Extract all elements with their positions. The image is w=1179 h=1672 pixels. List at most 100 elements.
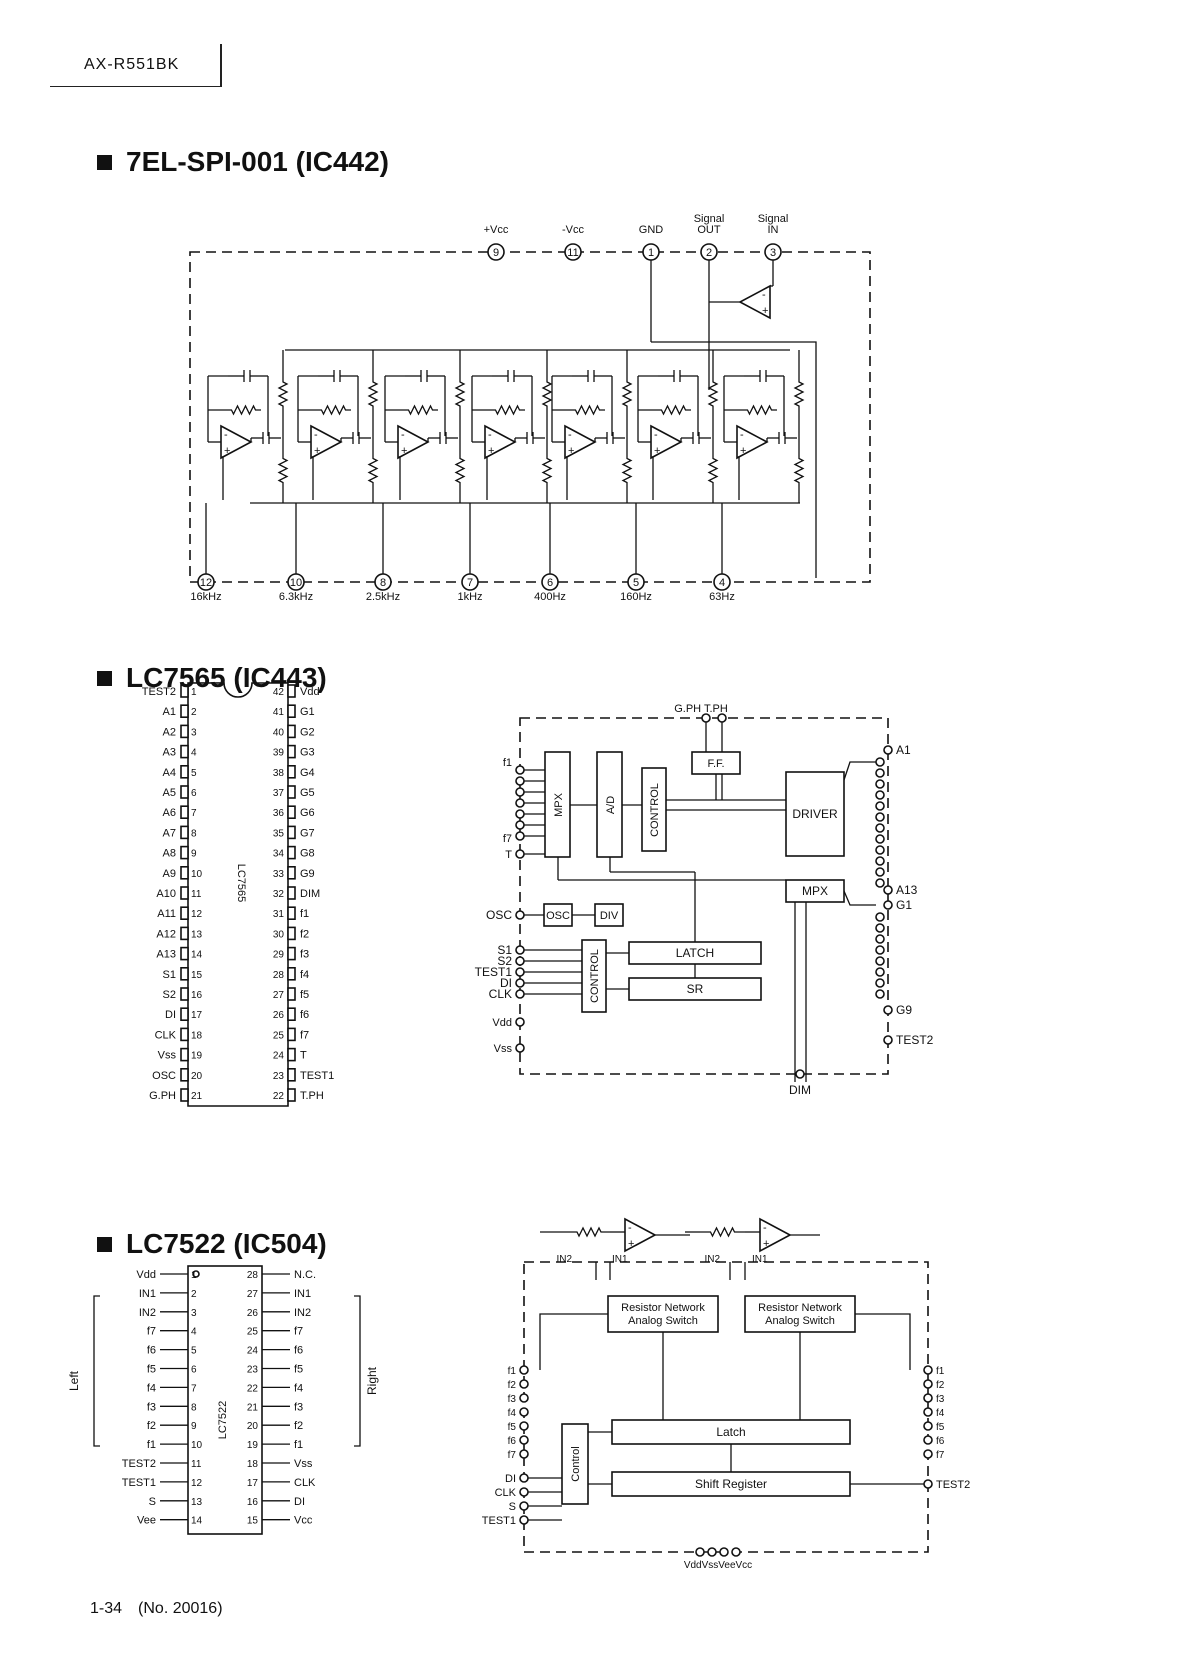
ic443-left-pin: [180, 1088, 189, 1102]
ic442-stage-opamp-icon-minus: -: [401, 429, 405, 441]
ic443-a-terminal: [875, 856, 885, 866]
ic504-left-pin-number: 3: [191, 1308, 197, 1319]
ic443-left-pin: [180, 1068, 189, 1082]
ic504-left-amp-icon-plus: +: [628, 1238, 634, 1250]
ic504-right-f-label: f7: [936, 1450, 945, 1461]
ic443-a-terminal: [875, 812, 885, 822]
ic504-right-pin-name: N.C.: [294, 1269, 316, 1281]
ic443-left-pin: [180, 704, 189, 719]
ic504-right-pin-name: f7: [294, 1326, 303, 1338]
ic443-left-pin: [180, 1007, 189, 1022]
ic443-right-pin-number: 39: [273, 748, 285, 759]
ic443-right-pin-name: T: [300, 1050, 307, 1062]
ic443-left-pin-number: 19: [191, 1051, 203, 1062]
ic443-right-pin-number: 30: [273, 929, 285, 940]
ic443-left-pin: [180, 946, 189, 961]
ic504-rn-right-label1: Resistor Network: [758, 1302, 842, 1314]
ic504-left-pin-name: S: [149, 1496, 156, 1508]
ic443-t-terminal: [515, 849, 525, 859]
ic442-series-resistor: [707, 350, 719, 438]
ic443-ff-label: F.F.: [707, 758, 724, 770]
ic442-shunt-resistor: [707, 438, 719, 503]
ic443-left-pin-name: G.PH: [149, 1090, 176, 1102]
ic504-left-f-terminal: [519, 1407, 529, 1417]
ic443-right-pin-number: 40: [273, 727, 285, 738]
ic504-left-f-label: f3: [508, 1394, 517, 1405]
ic443-test2-label: TEST2: [896, 1033, 934, 1047]
ic442-stage-opamp-icon-plus: +: [654, 445, 660, 457]
ic442-bottom-pin-number: 4: [719, 577, 725, 589]
ic443-ctrl-terminal: [515, 989, 525, 999]
ic443-right-pin-number: 27: [273, 990, 285, 1001]
ic504-right-pin-name: Vss: [294, 1458, 313, 1470]
ic504-right-pin-number: 22: [247, 1383, 259, 1394]
ic443-mpx-label: MPX: [553, 792, 565, 817]
ic443-left-pin-name: DI: [165, 1009, 176, 1021]
ic443-left-pin-number: 12: [191, 909, 203, 920]
ic443-right-pin-number: 36: [273, 808, 285, 819]
ic443-test2-terminal: [883, 1035, 893, 1045]
ic443-ad-label: A/D: [605, 796, 617, 814]
page-footer: 1-34 (No. 20016): [90, 1600, 223, 1618]
ic443-g1-label: G1: [896, 898, 912, 912]
ic504-right-group-label: Right: [365, 1366, 379, 1395]
ic442-bottom-pin-number: 10: [290, 577, 302, 589]
ic442-series-resistor: [277, 350, 289, 438]
ic504-rn-right-label2: Analog Switch: [765, 1315, 835, 1327]
ic443-title: LC7565 (IC443): [97, 662, 327, 694]
ic443-left-pin-number: 4: [191, 748, 197, 759]
ic443-g1-terminal: [883, 900, 893, 910]
ic443-left-pin-name: S1: [163, 969, 176, 981]
ic504-ctrl-terminal-label: CLK: [495, 1487, 517, 1499]
ic504-left-pin-name: f7: [147, 1326, 156, 1338]
ic504-right-f-label: f6: [936, 1436, 945, 1447]
ic443-right-pin-number: 37: [273, 788, 285, 799]
ic504-left-pin-name: IN1: [139, 1288, 156, 1300]
ic443-chip-label: LC7565: [235, 864, 247, 903]
ic504-power-terminal: [695, 1547, 705, 1557]
ic443-mpx2-label: MPX: [802, 884, 828, 898]
ic504-ctrl-terminal: [519, 1487, 529, 1497]
ic504-left-pin-name: TEST1: [122, 1477, 156, 1489]
ic442-stage-opamp-icon-plus: +: [401, 445, 407, 457]
ic442-stage-opamp-icon-plus: +: [224, 445, 230, 457]
ic443-right-pin-number: 25: [273, 1030, 285, 1041]
ic443-left-pin: [180, 805, 189, 820]
ic443-right-pin-name: G5: [300, 787, 315, 799]
ic443-left-pin-name: A3: [163, 747, 176, 759]
ic504-left-amp-icon: [624, 1217, 657, 1253]
ic442-gnd-bus: [651, 341, 817, 578]
ic442-shunt-resistor: [621, 438, 633, 503]
ic442-frequency-label: 400Hz: [534, 591, 566, 603]
ic443-left-pin-name: Vss: [158, 1050, 177, 1062]
ic443-dim-label: DIM: [789, 1083, 811, 1097]
ic443-left-pin-name: A11: [157, 908, 176, 920]
ic443-g-terminal: [875, 945, 885, 955]
ic443-left-pin: [180, 744, 189, 759]
ic443-right-pin-name: G7: [300, 827, 315, 839]
ic504-left-pin-name: f3: [147, 1401, 156, 1413]
ic504-left-group-label: Left: [67, 1370, 81, 1391]
ic443-right-pin-name: G1: [300, 706, 315, 718]
ic443-right-pin-name: DIM: [300, 888, 320, 900]
ic443-vdd-terminal: [515, 1017, 525, 1027]
ic504-in2-left-label: IN2: [556, 1254, 572, 1265]
ic442-stage-opamp-icon-minus: -: [224, 429, 228, 441]
ic443-left-pin: [180, 926, 189, 941]
ic442-top-pin-number: 11: [567, 247, 578, 259]
ic504-right-amp-icon: [759, 1217, 792, 1253]
document-number: (No. 20016): [138, 1600, 223, 1617]
ic504-title: LC7522 (IC504): [97, 1228, 327, 1260]
ic442-bottom-pin-number: 5: [633, 577, 639, 589]
ic443-a-terminal: [875, 779, 885, 789]
ic443-left-pin-number: 11: [191, 889, 202, 900]
ic443-tph-terminal: [717, 713, 727, 723]
ic443-left-pin-number: 8: [191, 828, 197, 839]
ic443-left-pin-name: A2: [163, 726, 176, 738]
ic443-right-pin: [287, 684, 296, 698]
ic443-left-pin: [180, 785, 189, 799]
ic443-right-pin-name: G4: [300, 767, 315, 779]
ic442-shunt-resistor: [454, 438, 466, 503]
ic442-shunt-resistor: [277, 438, 289, 503]
